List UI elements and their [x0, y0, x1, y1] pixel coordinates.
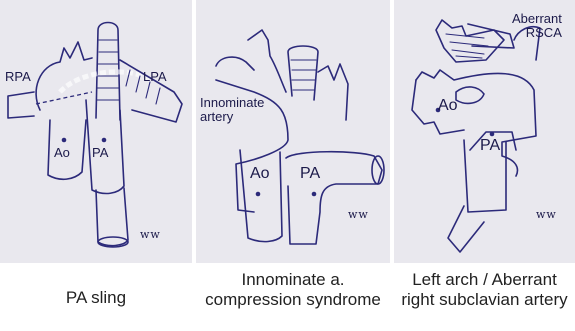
aberrant-rsca-label: Aberrant RSCA: [512, 12, 562, 40]
artist-initials: ww: [140, 228, 161, 241]
pa-label: PA: [300, 166, 320, 182]
caption-pa-sling: PA sling: [0, 288, 192, 308]
diagram-panel-pa-sling: RPA LPA Ao PA ww: [0, 0, 192, 263]
diagram-panel-aberrant-rsca: Aberrant RSCA Ao PA ww: [394, 0, 575, 263]
ao-label: Ao: [438, 98, 458, 114]
pa-sling-sketch: [0, 0, 192, 263]
artist-initials: ww: [348, 208, 369, 221]
pa-label: PA: [92, 146, 108, 159]
rpa-label: RPA: [5, 70, 31, 83]
artist-initials: ww: [536, 208, 557, 221]
diagram-panel-innominate-compression: Innominate artery Ao PA ww: [196, 0, 390, 263]
caption-aberrant-rsca: Left arch / Aberrant right subclavian ar…: [394, 270, 575, 310]
ao-label: Ao: [250, 166, 270, 182]
innominate-artery-label: Innominate artery: [200, 96, 264, 124]
caption-innominate-compression: Innominate a. compression syndrome: [196, 270, 390, 310]
pa-label: PA: [480, 138, 500, 154]
innominate-compression-sketch: [196, 0, 390, 263]
ao-label: Ao: [54, 146, 70, 159]
lpa-label: LPA: [143, 70, 167, 83]
